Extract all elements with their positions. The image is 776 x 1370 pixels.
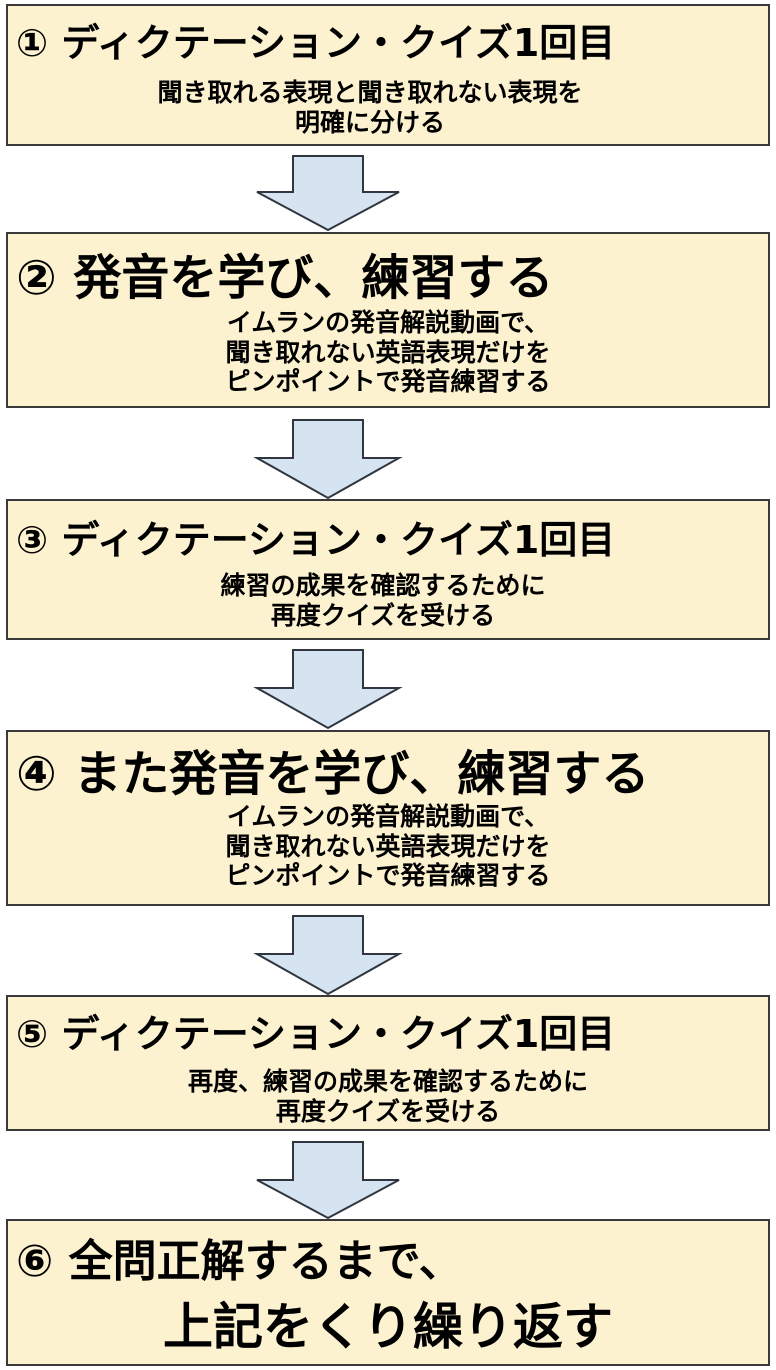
down-arrow-icon bbox=[256, 1141, 400, 1220]
step-6-title: ⑥ 全問正解するまで、 bbox=[16, 1236, 463, 1287]
step-1-desc-line: 聞き取れる表現と聞き取れない表現を bbox=[157, 78, 583, 107]
step-1-description: 聞き取れる表現と聞き取れない表現を 明確に分ける bbox=[8, 78, 732, 137]
step-4-desc-line: ピンポイントで発音練習する bbox=[225, 861, 551, 890]
step-4-description: イムランの発音解説動画で、 聞き取れない英語表現だけを ピンポイントで発音練習す… bbox=[8, 802, 768, 891]
step-6-box: ⑥ 全問正解するまで、 上記をくり繰り返す bbox=[6, 1219, 770, 1366]
step-3-box: ③ ディクテーション・クイズ1回目 練習の成果を確認するために 再度クイズを受け… bbox=[6, 499, 770, 640]
step-5-description: 再度、練習の成果を確認するために 再度クイズを受ける bbox=[8, 1067, 768, 1126]
step-6-title-line2: 上記をくり繰り返す bbox=[163, 1298, 613, 1356]
step-4-desc-line: 聞き取れない英語表現だけを bbox=[225, 831, 551, 861]
step-3-title: ③ ディクテーション・クイズ1回目 bbox=[16, 518, 616, 562]
step-1-desc-line: 明確に分ける bbox=[294, 107, 445, 137]
down-arrow-icon bbox=[253, 649, 403, 730]
step-2-title: ② 発音を学び、練習する bbox=[16, 250, 554, 306]
step-2-desc-line: ピンポイントで発音練習する bbox=[225, 367, 551, 396]
down-arrow-icon bbox=[253, 419, 403, 500]
step-5-desc-line: 再度、練習の成果を確認するために bbox=[187, 1067, 588, 1096]
step-4-desc-line: イムランの発音解説動画で、 bbox=[226, 802, 550, 831]
step-4-title: ④ また発音を学び、練習する bbox=[16, 746, 650, 802]
step-5-box: ⑤ ディクテーション・クイズ1回目 再度、練習の成果を確認するために 再度クイズ… bbox=[6, 995, 770, 1131]
step-3-desc-line: 練習の成果を確認するために bbox=[220, 571, 546, 600]
step-3-desc-line: 再度クイズを受ける bbox=[270, 600, 496, 630]
down-arrow-icon bbox=[256, 155, 400, 232]
down-arrow-icon bbox=[253, 915, 403, 996]
step-2-desc-line: 聞き取れない英語表現だけを bbox=[225, 337, 551, 367]
step-4-box: ④ また発音を学び、練習する イムランの発音解説動画で、 聞き取れない英語表現だ… bbox=[6, 730, 770, 906]
step-2-desc-line: イムランの発音解説動画で、 bbox=[226, 308, 550, 337]
step-5-desc-line: 再度クイズを受ける bbox=[275, 1096, 501, 1126]
step-3-description: 練習の成果を確認するために 再度クイズを受ける bbox=[8, 571, 758, 630]
step-1-box: ① ディクテーション・クイズ1回目 聞き取れる表現と聞き取れない表現を 明確に分… bbox=[6, 4, 770, 146]
step-1-title: ① ディクテーション・クイズ1回目 bbox=[16, 21, 616, 65]
step-5-title: ⑤ ディクテーション・クイズ1回目 bbox=[16, 1012, 616, 1056]
step-2-description: イムランの発音解説動画で、 聞き取れない英語表現だけを ピンポイントで発音練習す… bbox=[8, 308, 768, 397]
step-2-box: ② 発音を学び、練習する イムランの発音解説動画で、 聞き取れない英語表現だけを… bbox=[6, 232, 770, 408]
